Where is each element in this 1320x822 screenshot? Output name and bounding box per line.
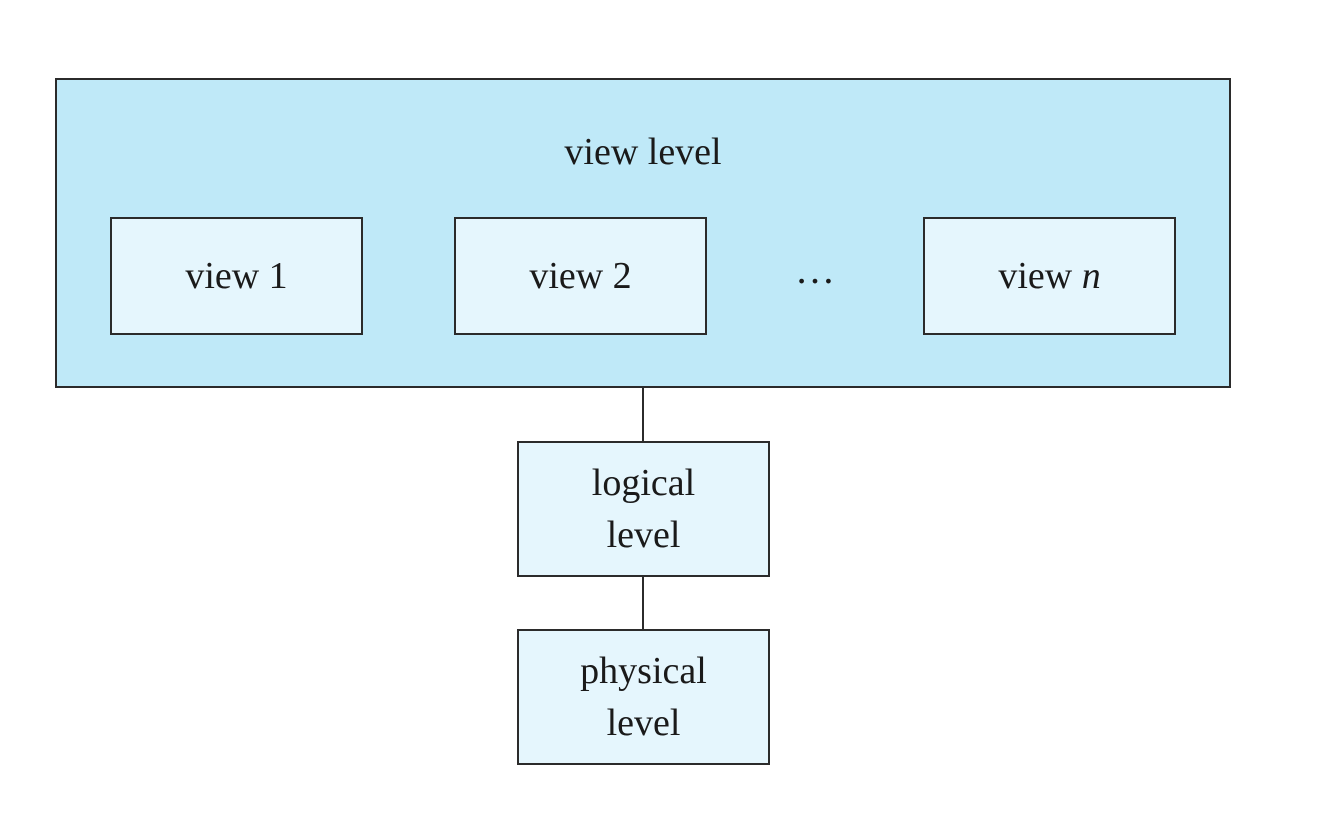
- view-2-box: view 2: [454, 217, 707, 335]
- view-n-prefix: view: [998, 255, 1082, 297]
- logical-level-line1: logical: [591, 462, 696, 504]
- view-1-box: view 1: [110, 217, 363, 335]
- physical-level-line2: level: [606, 702, 681, 744]
- logical-level-line2: level: [606, 514, 681, 556]
- physical-level-line1: physical: [580, 650, 707, 692]
- physical-level-box: physical level: [517, 629, 770, 765]
- view-n-box: view n: [923, 217, 1176, 335]
- connector-logical-to-physical: [642, 577, 644, 629]
- view-level-title: view level: [564, 131, 722, 173]
- view-n-label: view n: [998, 251, 1100, 301]
- view-n-variable: n: [1081, 255, 1101, 297]
- connector-view-to-logical: [642, 388, 644, 441]
- view-1-label: view 1: [185, 255, 288, 297]
- views-ellipsis: …: [795, 247, 835, 292]
- logical-level-label: logical level: [592, 457, 695, 561]
- view-2-label: view 2: [529, 255, 632, 297]
- logical-level-box: logical level: [517, 441, 770, 577]
- physical-level-label: physical level: [580, 645, 707, 749]
